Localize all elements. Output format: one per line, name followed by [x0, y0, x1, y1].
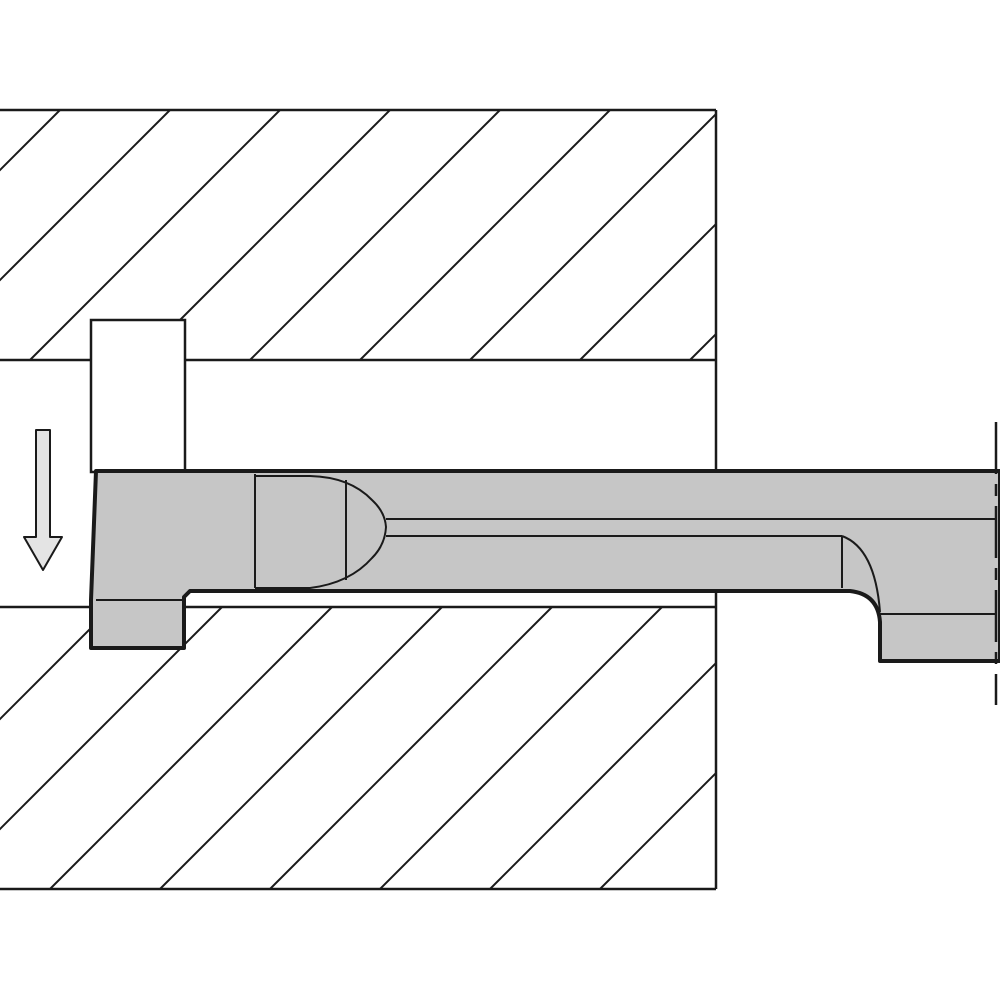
arrow-down-icon	[23, 429, 63, 571]
shank-fillet-curve	[841, 535, 881, 613]
tool-body	[89, 469, 1000, 663]
groove-pocket	[89, 318, 187, 474]
grooving-tool	[89, 469, 1000, 663]
hatch-lines-lower	[0, 607, 716, 889]
insert-clamp-profile	[255, 475, 388, 589]
hatch-lines-upper	[0, 110, 716, 360]
workpiece-upper-section	[0, 108, 716, 362]
